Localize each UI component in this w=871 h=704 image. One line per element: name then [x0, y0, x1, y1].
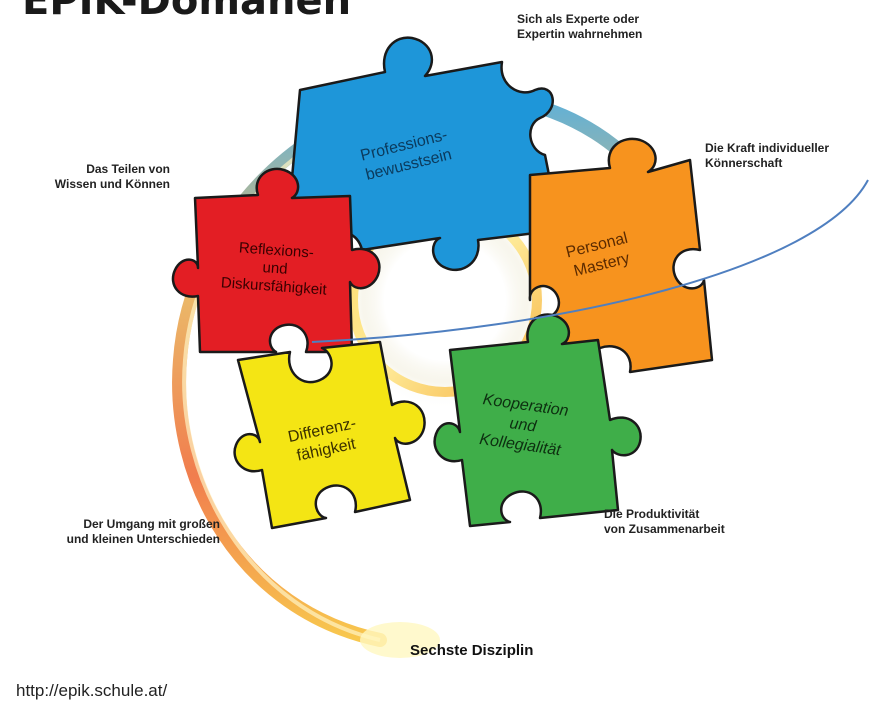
puzzle-piece-differenz: Differenz-fähigkeit [233, 340, 426, 530]
caption-kooperation: Die Produktivität von Zusammenarbeit [604, 507, 725, 537]
caption-line: und kleinen Unterschieden [66, 532, 220, 546]
puzzle-piece-personal-mastery: PersonalMastery [528, 137, 714, 387]
caption-reflexion: Das Teilen von Wissen und Können [10, 162, 170, 192]
puzzle-piece-kooperation: KooperationundKollegialität [433, 313, 642, 528]
caption-line: Das Teilen von [86, 162, 170, 176]
caption-line: Expertin wahrnehmen [517, 27, 643, 41]
caption-line: Könnerschaft [705, 156, 783, 170]
caption-line: von Zusammenarbeit [604, 522, 725, 536]
caption-line: Wissen und Können [54, 177, 170, 191]
sechste-disziplin-label: Sechste Disziplin [410, 642, 534, 659]
svg-text:Reflexions-undDiskursfähigkeit: Reflexions-undDiskursfähigkeit [220, 238, 330, 298]
piece-label-line: Reflexions- [238, 239, 314, 261]
caption-line: Sich als Experte oder [517, 12, 640, 26]
caption-differenz: Der Umgang mit großen und kleinen Unters… [4, 517, 220, 547]
connector-curve [311, 179, 869, 343]
caption-personal-mastery: Die Kraft individueller Könnerschaft [705, 141, 829, 171]
source-url: http://epik.schule.at/ [16, 681, 168, 700]
page-title: EPIK-Domänen [22, 0, 352, 24]
piece-label-line: und [262, 259, 288, 278]
caption-professionsbewusstsein: Sich als Experte oder Expertin wahrnehme… [517, 12, 642, 42]
puzzle-piece-professionsbewusstsein: Professions-bewusstsein [288, 36, 562, 271]
piece-label-line: und [508, 415, 538, 436]
caption-line: Die Kraft individueller [705, 141, 830, 155]
caption-line: Der Umgang mit großen [83, 517, 220, 531]
caption-line: Die Produktivität [604, 507, 700, 521]
puzzle-piece-reflexion: Reflexions-undDiskursfähigkeit [171, 167, 381, 354]
